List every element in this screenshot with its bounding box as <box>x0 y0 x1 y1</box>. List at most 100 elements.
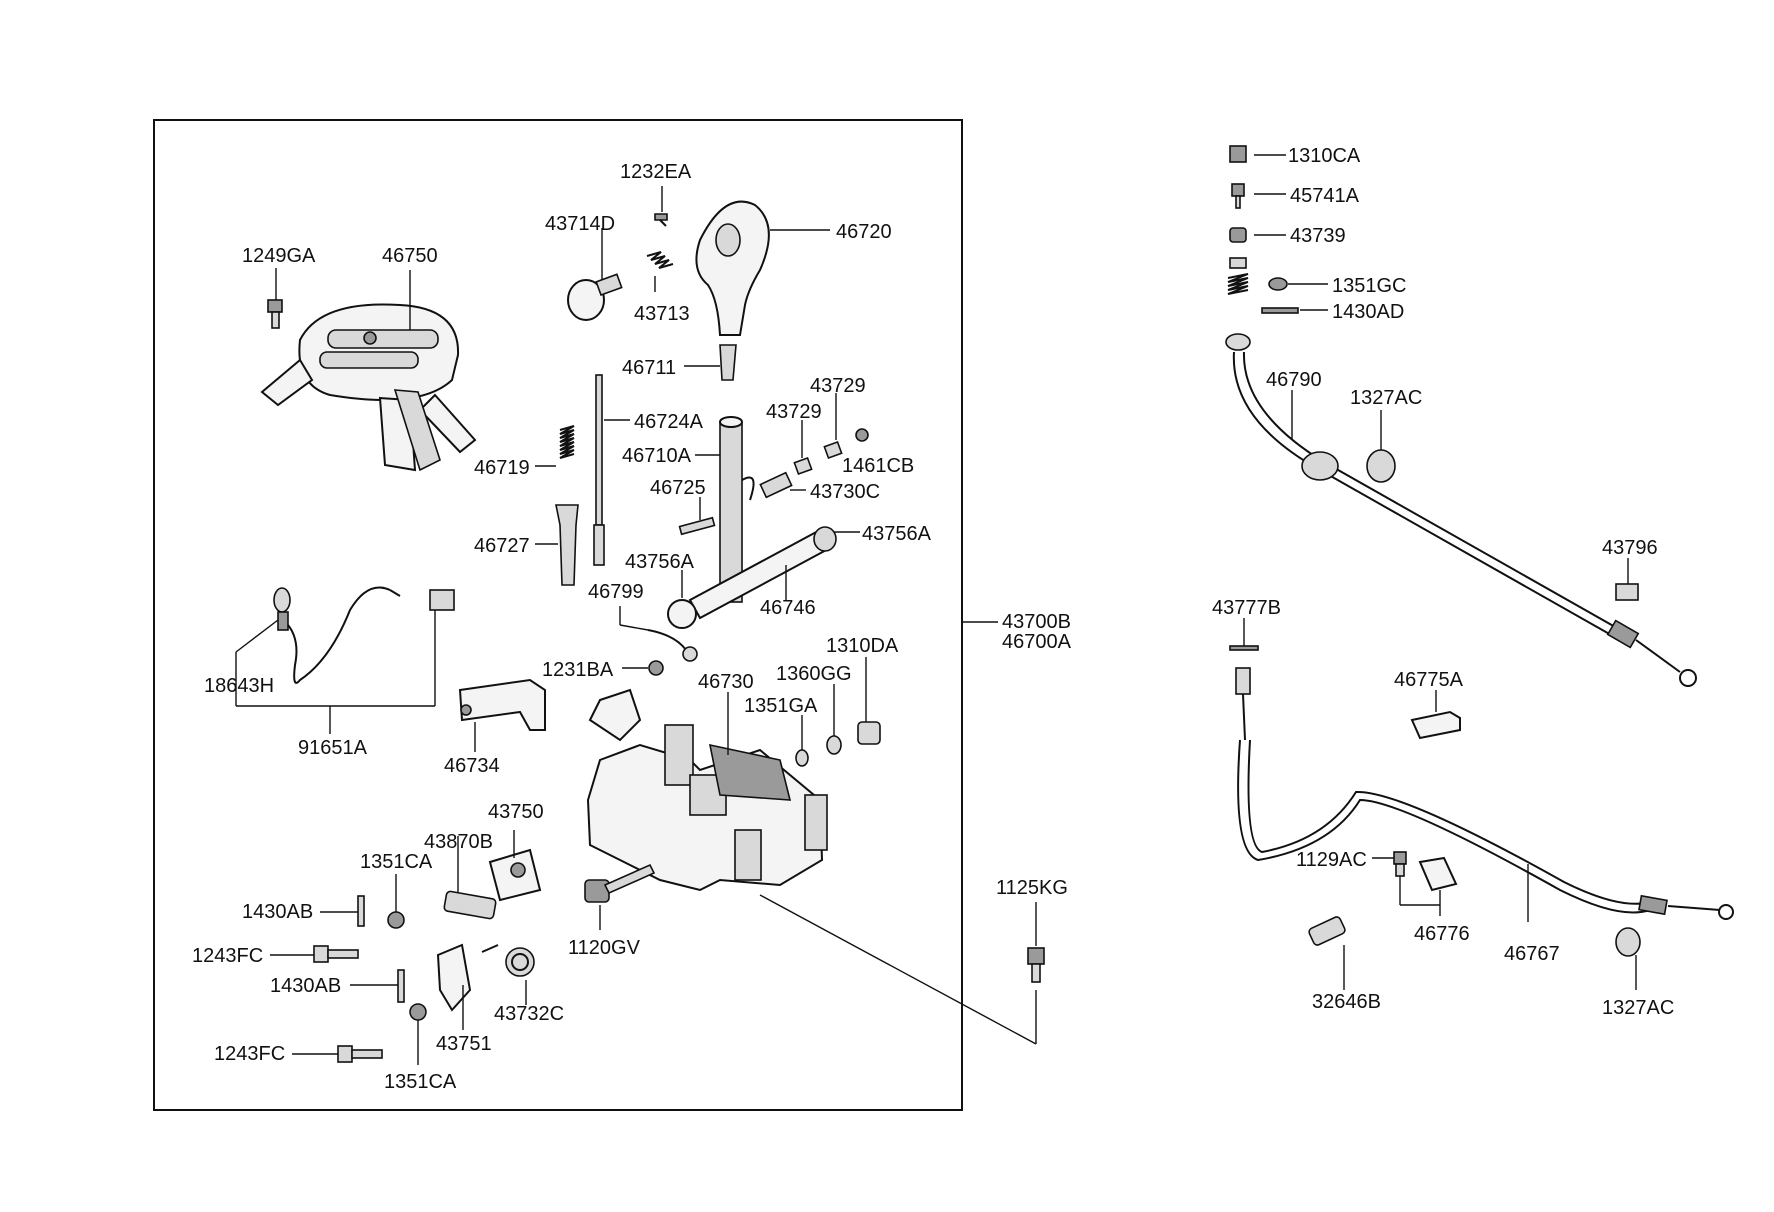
label-1351CA-upper: 1351CA <box>360 851 433 873</box>
bolt-1125KG <box>1027 947 1045 983</box>
label-46711: 46711 <box>622 357 676 379</box>
label-45741A: 45741A <box>1290 185 1360 207</box>
label-46724A: 46724A <box>634 411 704 433</box>
adjuster-32646B <box>1308 916 1346 946</box>
label-46719: 46719 <box>474 457 530 479</box>
label-46727: 46727 <box>474 535 530 557</box>
label-46700A: 46700A <box>1002 631 1072 653</box>
bracket-46775A <box>1410 710 1461 740</box>
label-46767: 46767 <box>1504 943 1560 965</box>
bolt-1120GV <box>584 863 656 903</box>
label-43730C: 43730C <box>810 481 880 503</box>
bolt-1243FC-top <box>313 945 359 963</box>
label-1351GA: 1351GA <box>744 695 818 717</box>
label-43713: 43713 <box>634 303 690 325</box>
screw-1232EA <box>654 213 668 227</box>
grommet-1327AC-bottom <box>1615 927 1641 957</box>
label-1129AC: 1129AC <box>1296 849 1367 871</box>
pin-1430AB-top <box>357 895 365 927</box>
plate-43870B <box>443 890 497 920</box>
label-32646B: 32646B <box>1312 991 1381 1013</box>
label-43870B: 43870B <box>424 831 493 853</box>
spring-43732C <box>481 944 535 977</box>
label-46775A: 46775A <box>1394 669 1464 691</box>
nut-1351GC <box>1268 277 1288 291</box>
label-1351CA-lower: 1351CA <box>384 1071 457 1093</box>
washer-1351GA <box>795 749 809 767</box>
washer-1360GG <box>826 735 842 755</box>
label-1461CB: 1461CB <box>842 455 914 477</box>
label-1327AC-lower: 1327AC <box>1602 997 1674 1019</box>
label-46720: 46720 <box>836 221 892 243</box>
label-1310DA: 1310DA <box>826 635 899 657</box>
clip-43796 <box>1615 583 1639 601</box>
spring-43713 <box>646 251 674 269</box>
rod-46727 <box>555 504 579 586</box>
label-91651A: 91651A <box>298 737 368 759</box>
label-1232EA: 1232EA <box>620 161 692 183</box>
label-43756A-right: 43756A <box>862 523 932 545</box>
bracket-46734 <box>458 678 546 731</box>
button-43714D <box>567 273 623 321</box>
pin-1430AD <box>1261 307 1299 314</box>
bolt-1129AC <box>1393 851 1407 877</box>
label-43729-upper: 43729 <box>810 375 866 397</box>
bolt-1249GA <box>267 299 283 329</box>
grommet-1327AC-top <box>1366 449 1396 483</box>
label-46799: 46799 <box>588 581 644 603</box>
label-1125KG: 1125KG <box>996 877 1068 899</box>
pin-1430AB-bottom <box>397 969 405 1003</box>
label-46776: 46776 <box>1414 923 1470 945</box>
label-43729-lower: 43729 <box>766 401 822 423</box>
label-46725: 46725 <box>650 477 706 499</box>
shift-knob <box>695 200 770 336</box>
label-43751: 43751 <box>436 1033 492 1055</box>
lever-43751 <box>436 943 472 1012</box>
bolt-1243FC-bottom <box>337 1045 383 1063</box>
bracket-46776 <box>1418 856 1458 892</box>
washer-1351CA-top <box>387 911 405 929</box>
shaft-46746 <box>667 526 837 629</box>
pin-46725 <box>678 516 716 536</box>
spring-46719 <box>559 425 575 459</box>
detent-lever-43750 <box>488 848 542 902</box>
label-43700B: 43700B <box>1002 611 1071 633</box>
cable-46767 <box>1229 645 1734 920</box>
label-1327AC-upper: 1327AC <box>1350 387 1422 409</box>
rod-46711 <box>719 344 737 381</box>
label-43796: 43796 <box>1602 537 1658 559</box>
label-1231BA: 1231BA <box>542 659 614 681</box>
label-46734: 46734 <box>444 755 500 777</box>
label-43777B: 43777B <box>1212 597 1281 619</box>
label-43732C: 43732C <box>494 1003 564 1025</box>
pins-43729 <box>793 440 843 476</box>
label-43756A-left: 43756A <box>625 551 695 573</box>
label-46750: 46750 <box>382 245 438 267</box>
label-18643H: 18643H <box>204 675 274 697</box>
indicator-cover <box>260 303 477 472</box>
label-46790: 46790 <box>1266 369 1322 391</box>
pin-43730C <box>759 471 793 499</box>
spring-clip-46799 <box>647 629 698 662</box>
label-1430AD: 1430AD <box>1332 301 1404 323</box>
bolt-1231BA <box>648 660 664 676</box>
washer-1351CA-bottom <box>409 1003 427 1021</box>
label-1430AB-lower: 1430AB <box>270 975 341 997</box>
label-46730: 46730 <box>698 671 754 693</box>
label-43750: 43750 <box>488 801 544 823</box>
label-1360GG: 1360GG <box>776 663 852 685</box>
label-46710A: 46710A <box>622 445 692 467</box>
nut-1310DA <box>857 721 881 745</box>
base-bracket-46730 <box>586 688 828 892</box>
wiring-harness-91651A <box>235 586 455 734</box>
label-1351GC: 1351GC <box>1332 275 1407 297</box>
shift-cable-46790 <box>1225 145 1697 687</box>
label-46746: 46746 <box>760 597 816 619</box>
label-1120GV: 1120GV <box>568 937 641 959</box>
label-1430AB-upper: 1430AB <box>242 901 313 923</box>
label-1243FC-lower: 1243FC <box>214 1043 285 1065</box>
assembly-frame <box>153 119 963 1111</box>
label-43739: 43739 <box>1290 225 1346 247</box>
